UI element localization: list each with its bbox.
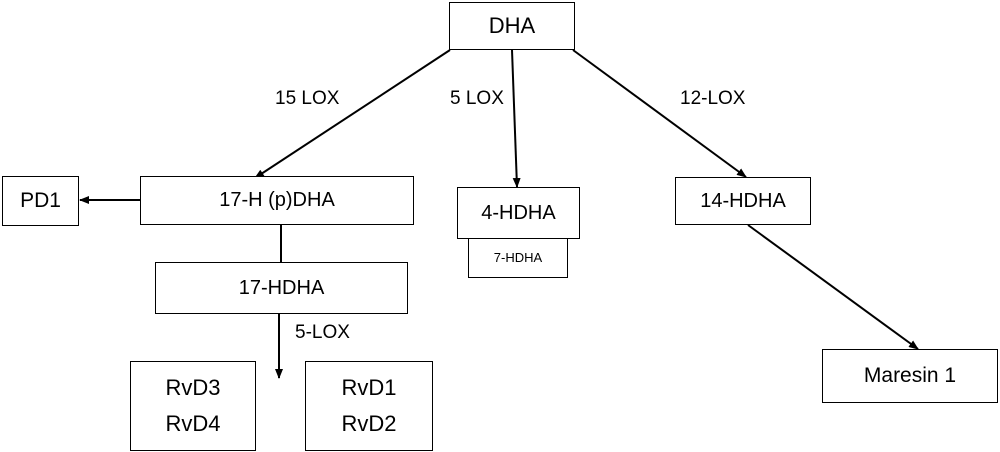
node-rvd3-rvd4: RvD3 RvD4 (130, 361, 256, 451)
node-rvd2-label: RvD2 (341, 411, 397, 436)
node-dha-label: DHA (488, 13, 536, 38)
node-4-hdha: 4-HDHA (457, 187, 580, 239)
node-rvd1-rvd2: RvD1 RvD2 (305, 361, 433, 451)
node-4-hdha-label: 4-HDHA (481, 201, 556, 224)
node-7-hdha-label: 7-HDHA (493, 249, 543, 265)
node-maresin-1: Maresin 1 (822, 349, 998, 403)
node-pd1: PD1 (2, 176, 79, 226)
node-pd1-label: PD1 (20, 189, 61, 212)
arrow-dha-to-4-hdha (511, 49, 521, 188)
node-rvd1-label: RvD1 (341, 375, 397, 400)
node-maresin-1-label: Maresin 1 (863, 364, 957, 387)
edge-label-5-lox-center: 5 LOX (450, 88, 504, 109)
node-14-hdha-label: 14-HDHA (700, 189, 786, 212)
node-17-h-p-dha-label: 17-H (p)DHA (219, 189, 335, 211)
node-dha: DHA (449, 2, 575, 50)
node-17-h-p-dha: 17-H (p)DHA (140, 176, 414, 225)
node-rvd3-label: RvD3 (165, 375, 221, 400)
arrow-dha-to-14-hdha (572, 49, 747, 178)
arrow-dha-to-17-h-p-dha (254, 49, 451, 179)
edge-label-12-lox: 12-LOX (680, 88, 746, 109)
edge-label-15-lox: 15 LOX (275, 88, 340, 109)
node-17-hdha-label: 17-HDHA (238, 276, 325, 299)
node-7-hdha: 7-HDHA (468, 236, 568, 278)
edge-label-5-lox-lower: 5-LOX (295, 322, 350, 343)
node-rvd4-label: RvD4 (165, 411, 221, 436)
node-17-hdha: 17-HDHA (155, 262, 408, 314)
arrow-14-hdha-to-maresin-1 (747, 224, 919, 350)
node-14-hdha: 14-HDHA (675, 177, 811, 225)
